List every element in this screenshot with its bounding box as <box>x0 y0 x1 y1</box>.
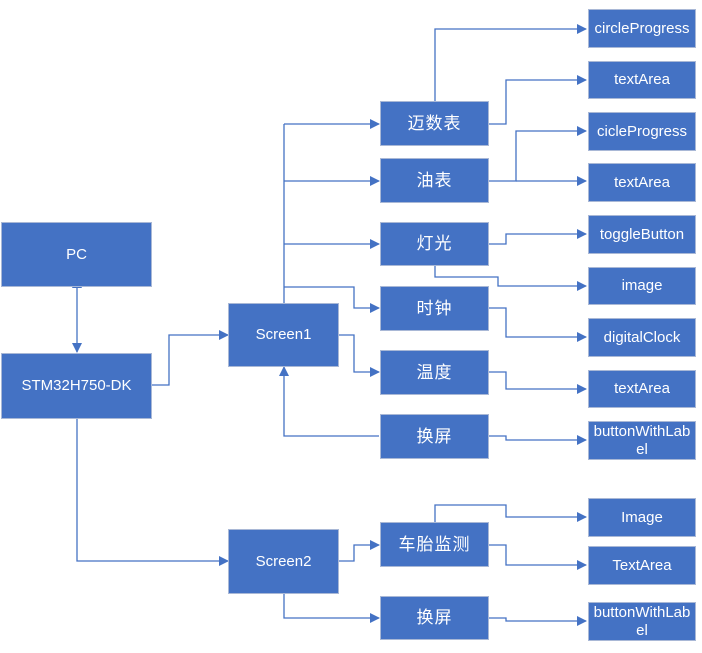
connector-light-image <box>434 266 587 291</box>
widget-text-area-1[interactable]: textArea <box>588 61 696 99</box>
widget-label: textArea <box>614 71 670 88</box>
connector-screen1-temp <box>339 334 380 377</box>
node-tire-monitor[interactable]: 车胎监测 <box>380 522 489 567</box>
widget-label: textArea <box>614 173 670 191</box>
widget-cicle-progress[interactable]: cicleProgress <box>588 112 696 151</box>
node-label: 灯光 <box>416 234 453 254</box>
node-switch-screen-1[interactable]: 换屏 <box>380 414 489 459</box>
connector-speedometer-circleprogress <box>434 24 587 101</box>
node-board[interactable]: STM32H750-DK <box>1 353 152 419</box>
node-clock[interactable]: 时钟 <box>380 286 489 331</box>
connector-temp-textarea <box>489 371 587 394</box>
node-label: 换屏 <box>416 426 453 447</box>
connector-switch2-buttonwithlabel <box>489 616 587 626</box>
node-label: 温度 <box>416 362 453 383</box>
widget-button-with-label-1[interactable]: buttonWithLabel <box>588 421 696 460</box>
node-label: 时钟 <box>416 298 453 319</box>
node-label: STM32H750-DK <box>21 377 132 394</box>
widget-text-area-4[interactable]: TextArea <box>588 546 696 585</box>
widget-toggle-button[interactable]: toggleButton <box>588 215 696 254</box>
widget-button-with-label-2[interactable]: buttonWithLabel <box>588 602 696 641</box>
widget-image[interactable]: image <box>588 267 696 305</box>
widget-text-area-2[interactable]: textArea <box>588 163 696 202</box>
widget-label: Image <box>621 508 663 526</box>
widget-label: cicleProgress <box>596 122 688 140</box>
node-label: Screen1 <box>255 326 312 343</box>
widget-label: TextArea <box>612 556 672 574</box>
node-pc[interactable]: PC <box>1 222 152 287</box>
node-label: PC <box>66 245 87 263</box>
connector-tire-textarea <box>489 544 587 570</box>
connector-clock-digitalclock <box>489 307 587 342</box>
widget-label: textArea <box>614 380 670 397</box>
connector-screen2-switch <box>283 594 380 623</box>
connector-screen1-clock <box>284 286 380 313</box>
widget-label: circleProgress <box>594 19 690 37</box>
node-speedometer[interactable]: 迈数表 <box>380 101 489 146</box>
connector-switch-buttonwithlabel <box>489 435 587 445</box>
connector-tire-image <box>434 504 587 522</box>
node-switch-screen-2[interactable]: 换屏 <box>380 596 489 640</box>
connector-switch-screen1 <box>279 366 379 437</box>
widget-label: buttonWithLabel <box>593 422 691 458</box>
node-screen1[interactable]: Screen1 <box>228 303 339 367</box>
connector-board-screen1 <box>151 330 229 386</box>
widget-circle-progress[interactable]: circleProgress <box>588 9 696 48</box>
widget-label: toggleButton <box>599 225 685 243</box>
widget-digital-clock[interactable]: digitalClock <box>588 318 696 357</box>
node-temperature[interactable]: 温度 <box>380 350 489 395</box>
connector-board-screen2 <box>76 419 229 566</box>
connector-light-togglebutton <box>489 229 587 245</box>
widget-label: image <box>621 277 663 294</box>
connector-screen2-tire <box>339 540 380 562</box>
widget-text-area-3[interactable]: textArea <box>588 370 696 408</box>
widget-label: buttonWithLabel <box>593 603 691 639</box>
node-light[interactable]: 灯光 <box>380 222 489 266</box>
node-label: 油表 <box>416 170 453 191</box>
node-label: 换屏 <box>416 608 453 628</box>
node-fuel[interactable]: 油表 <box>380 158 489 203</box>
connector-speedometer-textarea <box>489 75 587 125</box>
connector-fuel-cicleprogress <box>489 126 587 182</box>
node-label: 车胎监测 <box>398 534 471 555</box>
widget-image-2[interactable]: Image <box>588 498 696 537</box>
widget-label: digitalClock <box>603 328 681 346</box>
node-label: Screen2 <box>255 552 312 570</box>
node-label: 迈数表 <box>407 113 462 134</box>
node-screen2[interactable]: Screen2 <box>228 529 339 594</box>
